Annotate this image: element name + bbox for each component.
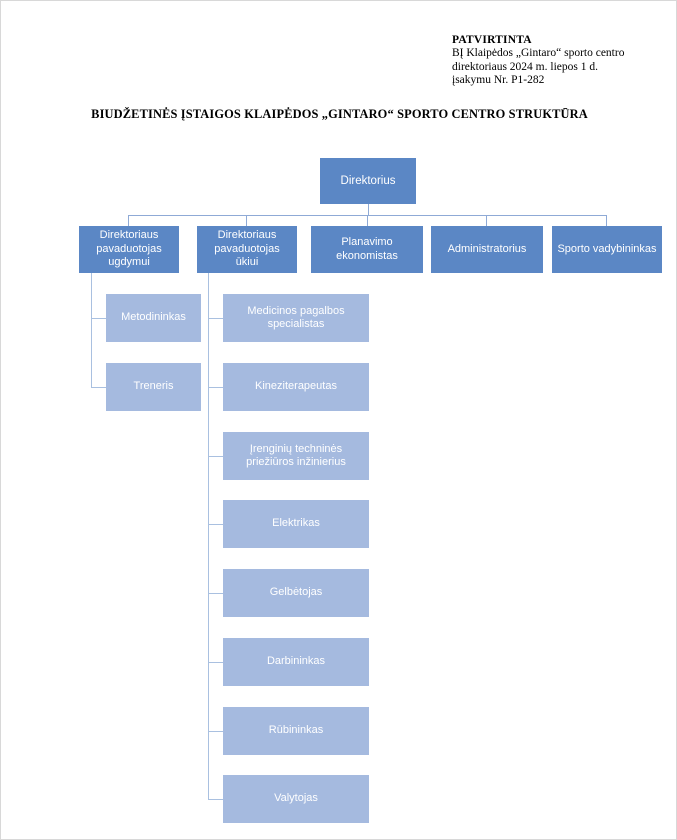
connector-drop-pavaduotojas-ugdymui: [128, 215, 129, 226]
node-gelbetojas[interactable]: Gelbėtojas: [223, 569, 369, 617]
node-metodininkas[interactable]: Metodininkas: [106, 294, 201, 342]
node-label: Direktoriaus pavaduotojas ugdymui: [96, 229, 162, 269]
node-label: Direktoriaus pavaduotojas ūkiui: [214, 229, 280, 269]
connector-stub-medicinos-pagalbos-specialistas: [208, 318, 223, 319]
connector-drop-planavimo-ekonomistas: [367, 215, 368, 226]
node-label: Administratorius: [447, 242, 527, 255]
approval-heading: PATVIRTINTA: [452, 34, 532, 46]
node-valytojas[interactable]: Valytojas: [223, 775, 369, 823]
connector-root-drop: [368, 204, 369, 215]
connector-stub-valytojas: [208, 799, 223, 800]
node-irenginiu-technines-prieziuros-inzinierius[interactable]: Įrenginių techninės priežiūros inžinieri…: [223, 432, 369, 480]
approval-line-1: BĮ Klaipėdos „Gintaro“ sporto centro: [452, 47, 625, 60]
node-label: Medicinos pagalbos specialistas: [247, 304, 345, 330]
node-direktoriaus-pavaduotojas-ugdymui[interactable]: Direktoriaus pavaduotojas ugdymui: [79, 226, 179, 273]
connector-stub-gelbetojas: [208, 593, 223, 594]
node-label: Įrenginių techninės priežiūros inžinieri…: [246, 442, 346, 468]
node-label: Gelbėtojas: [269, 586, 323, 599]
node-rubininkas[interactable]: Rūbininkas: [223, 707, 369, 755]
connector-stub-metodininkas: [91, 318, 106, 319]
node-label: Sporto vadybininkas: [557, 242, 657, 255]
connector-branch-ugdymui-spine: [91, 273, 92, 387]
node-label: Elektrikas: [272, 517, 320, 530]
node-label: Planavimo ekonomistas: [336, 236, 398, 262]
connector-drop-sporto-vadybininkas: [606, 215, 607, 226]
node-label: Treneris: [133, 380, 174, 393]
node-medicinos-pagalbos-specialistas[interactable]: Medicinos pagalbos specialistas: [223, 294, 369, 342]
connector-stub-rubininkas: [208, 731, 223, 732]
connector-stub-treneris: [91, 387, 106, 388]
connector-drop-pavaduotojas-ukiui: [246, 215, 247, 226]
node-label: Rūbininkas: [268, 724, 324, 737]
node-sporto-vadybininkas[interactable]: Sporto vadybininkas: [552, 226, 662, 273]
node-darbininkas[interactable]: Darbininkas: [223, 638, 369, 686]
node-direktorius[interactable]: Direktorius: [320, 158, 416, 204]
node-direktoriaus-pavaduotojas-ukiui[interactable]: Direktoriaus pavaduotojas ūkiui: [197, 226, 297, 273]
node-treneris[interactable]: Treneris: [106, 363, 201, 411]
node-label: Direktorius: [340, 174, 396, 187]
connector-stub-kineziterapeutas: [208, 387, 223, 388]
connector-stub-irenginiu-inzinierius: [208, 456, 223, 457]
node-elektrikas[interactable]: Elektrikas: [223, 500, 369, 548]
node-kineziterapeutas[interactable]: Kineziterapeutas: [223, 363, 369, 411]
node-administratorius[interactable]: Administratorius: [431, 226, 543, 273]
node-label: Metodininkas: [121, 311, 186, 324]
node-label: Valytojas: [274, 792, 318, 805]
node-label: Darbininkas: [266, 655, 326, 668]
approval-block: PATVIRTINTA BĮ Klaipėdos „Gintaro“ sport…: [452, 34, 667, 88]
connector-branch-ukiui-spine: [208, 273, 209, 800]
approval-line-3: įsakymu Nr. P1-282: [452, 74, 545, 87]
connector-stub-darbininkas: [208, 662, 223, 663]
node-label: Kineziterapeutas: [255, 380, 337, 393]
page-title: BIUDŽETINĖS ĮSTAIGOS KLAIPĖDOS „GINTARO“…: [91, 107, 588, 121]
connector-stub-elektrikas: [208, 524, 223, 525]
connector-drop-administratorius: [486, 215, 487, 226]
approval-line-2: direktoriaus 2024 m. liepos 1 d.: [452, 60, 598, 73]
node-planavimo-ekonomistas[interactable]: Planavimo ekonomistas: [311, 226, 423, 273]
